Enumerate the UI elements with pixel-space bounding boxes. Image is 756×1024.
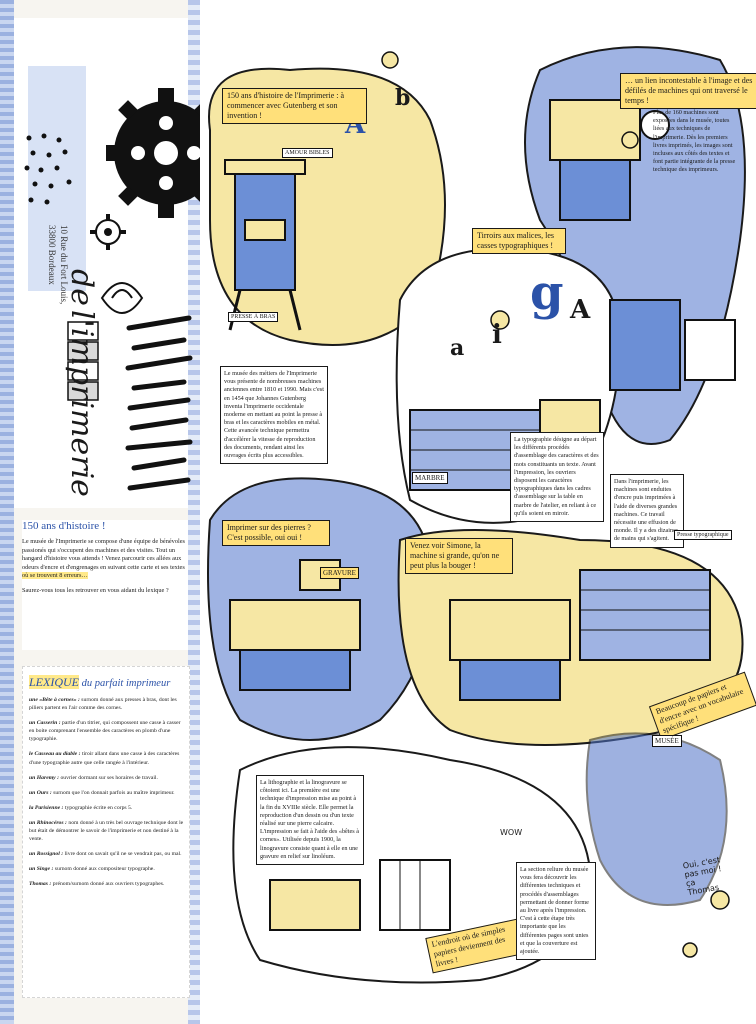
lexique-definition: surnom que l'on donnait parfois au maîtr… (53, 789, 175, 796)
machine-top-right (549, 99, 736, 391)
sign-musee: MUSÉE (652, 735, 682, 747)
lexique-term: Thomas : (29, 881, 52, 888)
press-gutenberg (224, 159, 306, 331)
caption-reliure: La section reliure du musée vous fera dé… (516, 862, 596, 961)
history-highlight: où se trouvent 8 erreurs… (22, 572, 88, 580)
lexique-item: un Rhinocéros : nom donné à un très bel … (29, 819, 185, 843)
cover-area: de l'imprimerie 10 Rue du Fort Louis, 33… (14, 18, 200, 508)
lexique-title: LEXIQUE du parfait imprimeur (29, 675, 189, 690)
lexique-term: le Casseau au diable : (29, 751, 81, 758)
lexique-definition: tiroir allant dans une casse à des carac… (29, 751, 180, 766)
lexique-item: le Casseau au diable : tiroir allant dan… (29, 750, 185, 766)
blue-fold-strip (188, 0, 200, 1024)
small-gear-icon (90, 214, 126, 250)
tag-gutenberg: 150 ans d'histoire de l'Imprimerie : à c… (222, 88, 367, 124)
left-panel: de l'imprimerie 10 Rue du Fort Louis, 33… (0, 0, 201, 1024)
letter-i: i (492, 320, 502, 350)
sign-gravure: GRAVURE (320, 567, 359, 579)
lexique-term: un Rhinocéros : (29, 819, 67, 826)
sign-amour-bibles: AMOUR BIBLES (282, 148, 333, 158)
lexique-box: LEXIQUE du parfait imprimeur une «Bête à… (22, 666, 190, 998)
sign-marbre: MARBRE (412, 472, 448, 484)
blue-band (28, 66, 86, 291)
lexique-item: la Parisienne : typographie écrite en co… (29, 804, 185, 812)
lexique-definition: livre dont on savait qu'il ne se vendrai… (64, 851, 182, 858)
history-box: 150 ans d'histoire ! Le musée de l'Impri… (22, 520, 188, 650)
lexique-item: un Rossignol : livre dont on savait qu'i… (29, 850, 185, 858)
history-title: 150 ans d'histoire ! (22, 520, 106, 532)
history-question: Saurez-vous tous les retrouver en vous a… (22, 586, 169, 594)
lexique-term: la Parisienne : (29, 804, 64, 811)
tag-casses: Tirroirs aux malices, les casses typogra… (472, 228, 566, 254)
lexique-item: Thomas : prénom/surnom donné aux ouvrier… (29, 880, 185, 888)
lexique-definition: nom donné à un très bel ouvrage techniqu… (29, 819, 184, 843)
caption-gutenberg: Le musée des métiers de l'Imprimerie vou… (220, 366, 328, 465)
title-block (64, 318, 104, 518)
tag-lithography: Imprimer sur des pierres ? C'est possibl… (222, 520, 330, 546)
lexique-term: un Haremy : (29, 774, 60, 781)
lexique-item: un Ours : surnom que l'on donnait parfoi… (29, 789, 185, 797)
bubble-character (585, 732, 728, 906)
lexique-term: un Rossignol : (29, 851, 64, 858)
lexique-term: une «Bête à cornes» : (29, 697, 80, 703)
sign-presse-a-bras: PRESSE À BRAS (228, 312, 279, 322)
caption-typographie: La typographie désigne au départ les dif… (510, 432, 604, 523)
letter-b: b (395, 85, 411, 111)
lexique-item: un Singe : surnom donné aux compositeur … (29, 865, 185, 873)
binding-machine (269, 859, 451, 931)
letter-a-italic: A (570, 295, 591, 325)
map-area: b A a g i A 150 ans d'histoire de l'Impr… (200, 0, 756, 1024)
letter-a: a (450, 335, 465, 361)
lexique-definition: typographie écrite en corps 5. (64, 804, 133, 811)
lexique-term: un Singe : (29, 866, 54, 873)
sign-presse-typographique: Presse typographique (674, 530, 732, 540)
litho-table (229, 559, 361, 691)
lexique-item: un Haremy : ouvrier dormant sur ses hora… (29, 774, 185, 782)
address-line-1: 10 Rue du Fort Louis, (59, 225, 69, 305)
letter-g: g (530, 265, 564, 321)
pastry-doodle (100, 282, 144, 314)
scribble-decoration (125, 315, 193, 491)
address-line-2: 33800 Bordeaux (47, 225, 57, 285)
gear-decorations (381, 51, 730, 958)
lexique-list: une «Bête à cornes» : surnom donné aux p… (23, 696, 189, 889)
speech-wow: WOW (500, 828, 523, 837)
lexique-term: un Ours : (29, 789, 52, 796)
gear-icon (106, 88, 200, 218)
caption-lithographie: La lithographie et la linogravure se côt… (256, 775, 364, 866)
history-body: Le musée de l'Imprimerie se compose d'un… (22, 538, 185, 571)
tag-machines: … un lien incontestable à l'image et des… (620, 73, 756, 109)
musee-letter-blocks (67, 321, 99, 401)
caption-machines: Plus de 160 machines sont exposées dans … (653, 109, 736, 174)
caption-imprimerie: Dans l'imprimerie, les machines sont end… (610, 474, 684, 548)
blue-edge-strip (0, 0, 14, 1024)
address: 10 Rue du Fort Louis, 33800 Bordeaux (46, 225, 70, 345)
lexique-subtitle: du parfait imprimeur (81, 678, 171, 689)
history-text: Le musée de l'Imprimerie se compose d'un… (22, 538, 188, 581)
lexique-definition: surnom donné aux presses à bras, dont le… (29, 697, 177, 712)
dot-pattern (24, 133, 72, 205)
machine-simone (449, 569, 711, 701)
lexique-definition: prénom/surnom donné aux ouvriers typogra… (52, 881, 165, 888)
speech-thomas: Oui, c'est pas moi ! ça Thomas (682, 855, 723, 898)
lexique-definition: surnom donné aux compositeur typographe. (54, 866, 155, 873)
lexique-definition: ouvrier dormant sur ses horaires de trav… (60, 774, 158, 781)
lexique-item: une «Bête à cornes» : surnom donné aux p… (29, 696, 185, 712)
lexique-word: LEXIQUE (29, 675, 79, 689)
tag-simone: Venez voir Simone, la machine si grande,… (405, 538, 513, 574)
lexique-item: un Casserin : partie d'un titrier, qui c… (29, 719, 185, 743)
lexique-term: un Casserin : (29, 720, 61, 727)
lexique-definition: partie d'un titrier, qui compossent une … (29, 720, 181, 743)
